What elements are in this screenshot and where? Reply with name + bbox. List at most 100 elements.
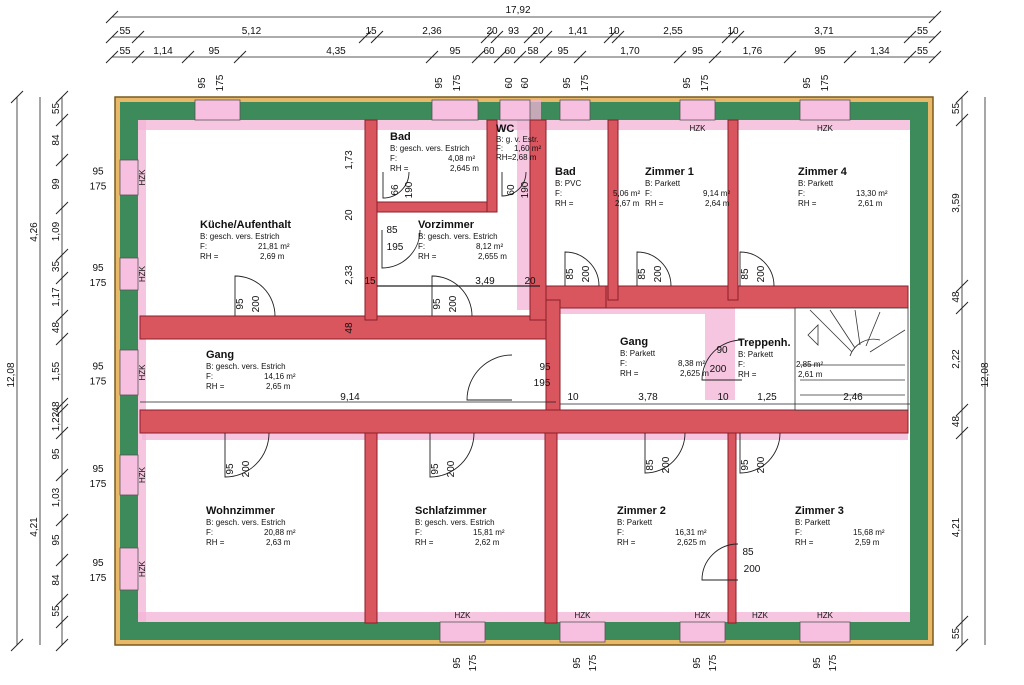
room-height: 2,68 m: [512, 153, 537, 162]
window-width-label: 95: [682, 77, 693, 89]
door-height-label: 200: [448, 295, 459, 312]
door-width-label: 60: [506, 184, 517, 196]
window-height-label: 175: [820, 74, 831, 91]
room-area: 1,60 m²: [514, 144, 541, 153]
radiator-label: HZK: [138, 560, 147, 577]
door-width-label: 95: [235, 298, 246, 310]
dimension-label: 95: [208, 46, 220, 57]
window-height-label: 175: [215, 74, 226, 91]
room-height-label: RH =: [798, 199, 817, 208]
room-area: 20,88 m²: [264, 528, 296, 537]
dim-gang-width: 3,78: [638, 392, 658, 403]
room-height-label: RH =: [645, 199, 664, 208]
room-floor: B: Parkett: [645, 179, 681, 188]
wall: [139, 409, 909, 434]
highlight: [138, 120, 146, 622]
dimension-label: 95: [51, 534, 62, 546]
door-swing: [429, 432, 475, 478]
dimension-label: 1,55: [51, 361, 62, 381]
dimension-label: 55: [951, 628, 962, 640]
door-height-label: 200: [710, 364, 727, 375]
window-height-label: 175: [90, 573, 107, 584]
wall: [364, 432, 378, 624]
door-swing: [381, 229, 421, 269]
room-floor: B: gesch. vers. Estrich: [418, 232, 498, 241]
room-name: Gang: [206, 349, 234, 361]
dimension-label: 2,55: [663, 26, 683, 37]
room-name: Vorzimmer: [418, 219, 475, 231]
window-top: [679, 99, 716, 121]
door-height-label: 200: [744, 564, 761, 575]
window-height-label: 175: [828, 654, 839, 671]
room-height-label: RH =: [795, 538, 814, 547]
door-swing: [644, 432, 686, 474]
dimension-label: 3,59: [951, 193, 962, 213]
dimension-label: 5,12: [242, 26, 262, 37]
door-swing: [701, 543, 739, 581]
dimension-label: 95: [449, 46, 461, 57]
room-height: 2,63 m: [266, 538, 291, 547]
wall: [486, 119, 498, 213]
room-name: Bad: [390, 131, 411, 143]
room-floor: B: gesch. vers. Estrich: [206, 362, 286, 371]
door-swing: [234, 275, 276, 317]
radiator-label: HZK: [575, 611, 592, 620]
room-height-label: RH =: [415, 538, 434, 547]
dimension-label: 95: [51, 448, 62, 460]
dimension-label: 10: [608, 26, 620, 37]
window-height-label: 175: [90, 182, 107, 193]
dimension-label: 1,76: [743, 46, 763, 57]
dim-vorzimmer-depth: 2,33: [344, 265, 355, 285]
door-height-label: 195: [534, 378, 551, 389]
wall: [529, 119, 547, 321]
dim-wall-20a: 20: [524, 276, 536, 287]
room-area-label: F:: [555, 189, 562, 198]
radiator-label: HZK: [138, 169, 147, 186]
door-height-label: 200: [581, 265, 592, 282]
radiator-label: HZK: [817, 124, 834, 133]
window-width-label: 95: [434, 77, 445, 89]
wall: [605, 285, 909, 309]
room-area: 13,30 m²: [856, 189, 888, 198]
room-height: 2,67 m: [615, 199, 640, 208]
dim-stair-a: 1,25: [757, 392, 777, 403]
door-swing: [224, 432, 270, 478]
radiator-label: HZK: [817, 611, 834, 620]
left-group-dim-2: 4,21: [29, 517, 40, 537]
wall: [727, 119, 739, 301]
door-width-label: 66: [390, 184, 401, 196]
radiator-label: HZK: [138, 364, 147, 381]
dimension-label: 99: [51, 178, 62, 190]
door-swing: [739, 432, 781, 474]
wall: [727, 432, 737, 624]
room-height-label: RH=: [496, 153, 513, 162]
dimension-label: 4,21: [951, 517, 962, 537]
room-area-label: F:: [390, 154, 397, 163]
dimension-label: 55: [917, 26, 929, 37]
room-area-label: F:: [206, 372, 213, 381]
window-height-label: 175: [452, 74, 463, 91]
window-left: [119, 159, 139, 196]
window-height-label: 175: [468, 654, 479, 671]
radiator-label: HZK: [455, 611, 472, 620]
dimension-label: 55: [119, 26, 131, 37]
window-width-label: 95: [92, 558, 104, 569]
door-swing: [501, 171, 527, 197]
room-name: Wohnzimmer: [206, 505, 276, 517]
staircase: [794, 307, 909, 411]
room-name: Zimmer 3: [795, 505, 844, 517]
room-area: 16,31 m²: [675, 528, 707, 537]
dimension-label: 55: [951, 103, 962, 115]
dimension-label: 84: [51, 134, 62, 146]
dimension-label: 1,03: [51, 487, 62, 507]
room-area: 4,08 m²: [448, 154, 475, 163]
door-width-label: 90: [716, 345, 728, 356]
door-swing: [564, 251, 600, 287]
room-name: Zimmer 2: [617, 505, 666, 517]
wall: [544, 432, 558, 624]
wall: [376, 201, 488, 213]
